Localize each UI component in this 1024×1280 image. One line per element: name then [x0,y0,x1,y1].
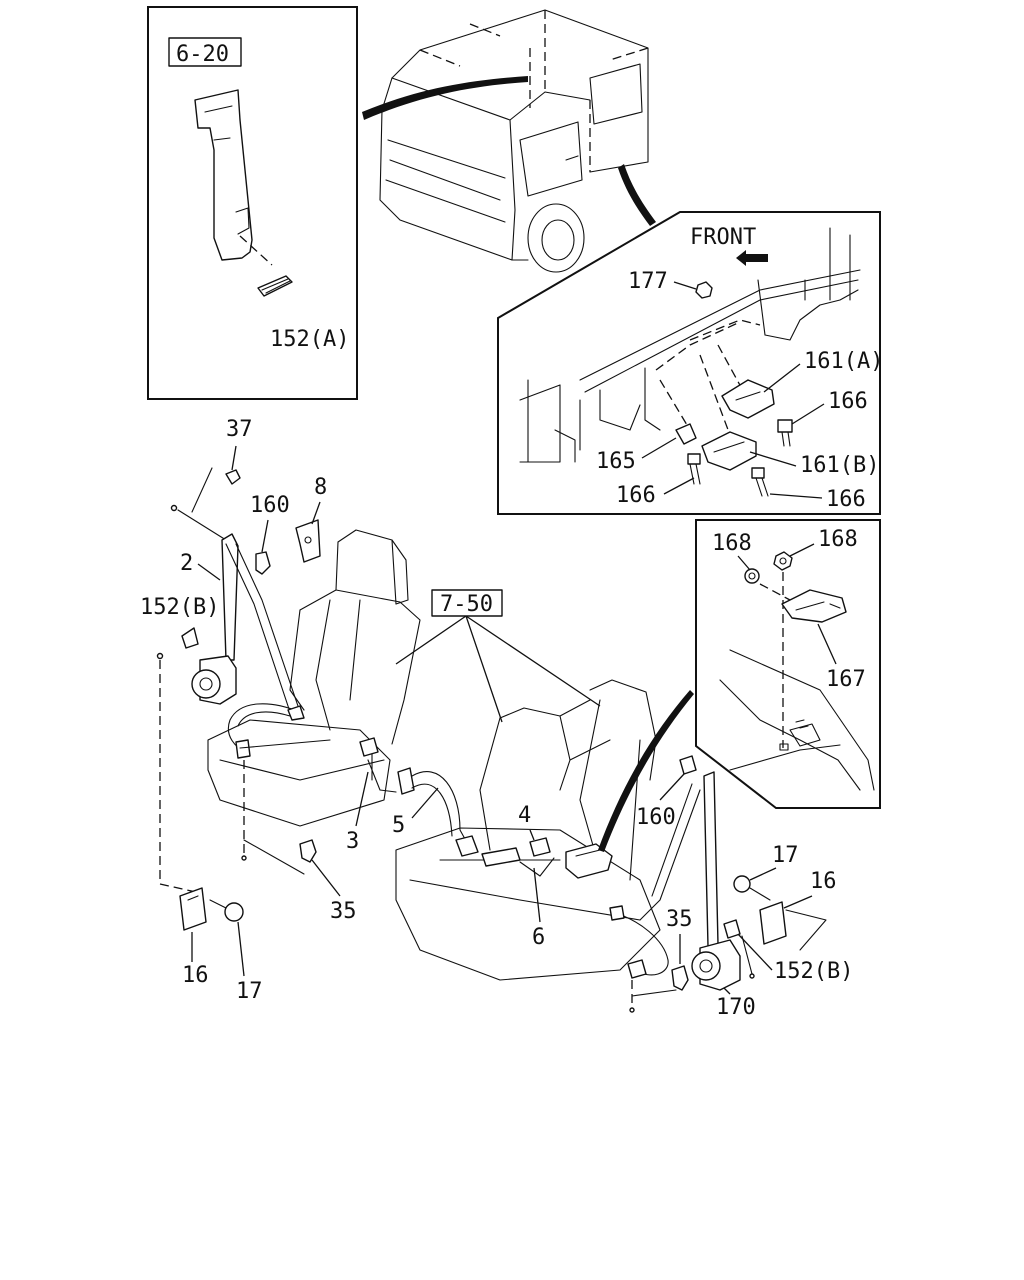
label-160-left: 160 [250,493,290,518]
label-16-left: 16 [182,963,209,988]
ref-6-20-label: 6-20 [176,42,229,67]
bolt-166-right [751,467,769,497]
nut-168-right [773,551,793,571]
truck-cab-outline [379,9,649,273]
anchor-bracket-161a [721,379,775,419]
nut-168-left [744,568,760,584]
label-161b: 161(B) [800,453,879,478]
center-buckle-anchor [565,843,613,879]
label-35-right: 35 [666,907,693,932]
label-3: 3 [346,829,359,854]
anchor-cover-16-left [179,887,207,931]
belt-webbing-2 [221,533,239,661]
cap-37 [225,469,241,485]
buckle-5 [397,767,415,795]
bolt-166-upper [777,419,793,447]
callout-arc-cab [362,76,528,120]
label-16-right: 16 [810,869,837,894]
ref-7-50-label: 7-50 [440,592,493,617]
label-160-right: 160 [636,805,676,830]
label-168-right: 168 [818,527,858,552]
clip-35-left [299,839,317,863]
pillar-trim-panel [194,89,253,261]
label-168-left: 168 [712,531,752,556]
side-anchor-inset: 168 168 167 [695,519,881,809]
label-161a: 161(A) [804,349,883,374]
label-152a: 152(A) [270,327,349,352]
buckle-3 [359,737,379,757]
anchor-bracket-165 [675,423,697,445]
bolt-17-left [209,899,244,922]
label-177: 177 [628,269,668,294]
label-35-left: 35 [330,899,357,924]
anchor-plate-167 [781,589,847,623]
left-seatbelt-assembly: 37 160 8 2 152(B) [140,417,357,1004]
retractor-left [191,655,237,705]
label-17-right: 17 [772,843,799,868]
label-165: 165 [596,449,636,474]
label-166-left: 166 [616,483,656,508]
label-6: 6 [532,925,545,950]
bolt-17-right [733,875,771,901]
bolt-166-left [687,453,701,485]
label-2: 2 [180,551,193,576]
seat-ref-7-50: 7-50 [395,589,601,723]
label-170: 170 [716,995,756,1020]
clip-152b-right [723,919,741,939]
label-5: 5 [392,813,405,838]
front-label: FRONT [690,225,756,250]
clip-152b-left [181,627,199,649]
retractor-170 [691,939,741,991]
label-37: 37 [226,417,253,442]
label-152b-left: 152(B) [140,595,219,620]
label-152b-right: 152(B) [774,959,853,984]
floor-anchor-inset: FRONT 177 161(A) 166 161(B) [497,211,883,515]
label-4: 4 [518,803,531,828]
label-166-upper: 166 [828,389,868,414]
callout-arc-floor [618,164,656,226]
seat-assembly: 3 5 4 6 [207,529,661,981]
label-166-right: 166 [826,487,866,512]
callout-arc-side [598,690,694,852]
cover-160-left [255,551,271,575]
buckle-4 [455,835,479,857]
nut-177 [695,281,713,299]
pillar-trim-inset: 6-20 152(A) [147,6,358,400]
cover-160-right [679,755,697,775]
cover-152a [257,275,293,297]
anchor-bracket-161b [701,431,757,471]
front-arrow-icon [736,250,768,266]
guide-bracket-8 [295,519,321,563]
label-167: 167 [826,667,866,692]
belt-webbing-right [703,771,719,947]
right-seatbelt-assembly: 160 35 170 152(B) [609,755,853,1020]
label-8: 8 [314,475,327,500]
anchor-cover-16-right [759,901,787,945]
label-17-left: 17 [236,979,263,1004]
clip-35-right [671,965,689,991]
